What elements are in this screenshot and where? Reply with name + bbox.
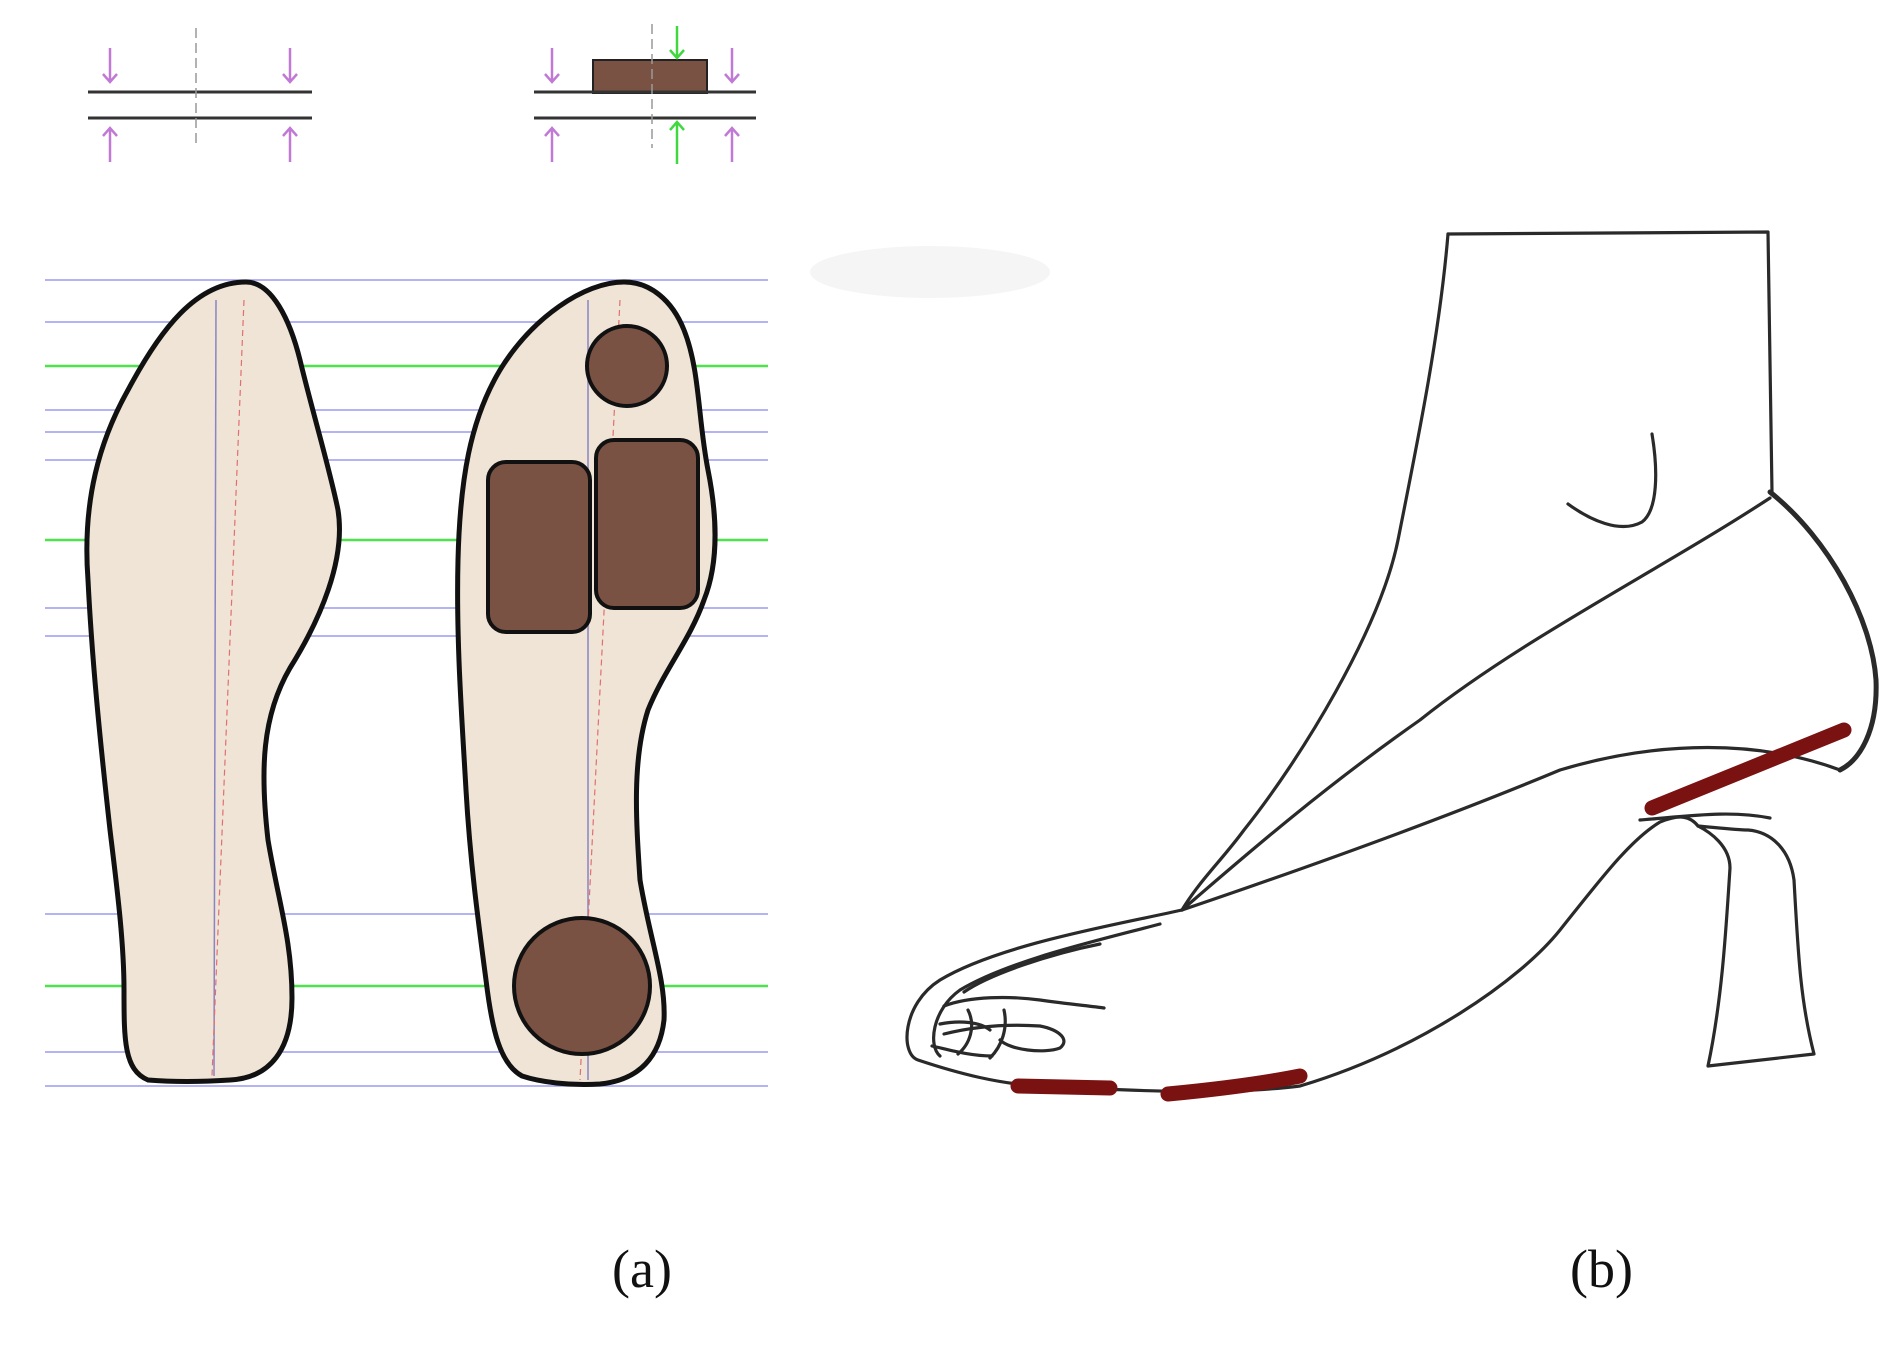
panel-b [810,230,1879,1102]
pad-press-arrow-icon [669,26,685,164]
compression-schematic-pad [534,24,756,164]
compression-schematic-plain [88,28,312,162]
pressure-marker [1010,722,1852,1102]
background-smudge [810,246,1050,298]
panel-a [45,24,768,1087]
foot-outline [905,230,1774,1088]
sole-outline-right [455,279,718,1087]
insole-pad [486,324,700,1056]
press-arrow-icon [102,48,298,162]
caption-a: (a) [612,1239,672,1299]
sole-outline-left [84,279,342,1084]
caption-b: (b) [1570,1239,1633,1299]
high-heel-shoe [1038,489,1879,1094]
press-arrow-icon [544,48,740,162]
